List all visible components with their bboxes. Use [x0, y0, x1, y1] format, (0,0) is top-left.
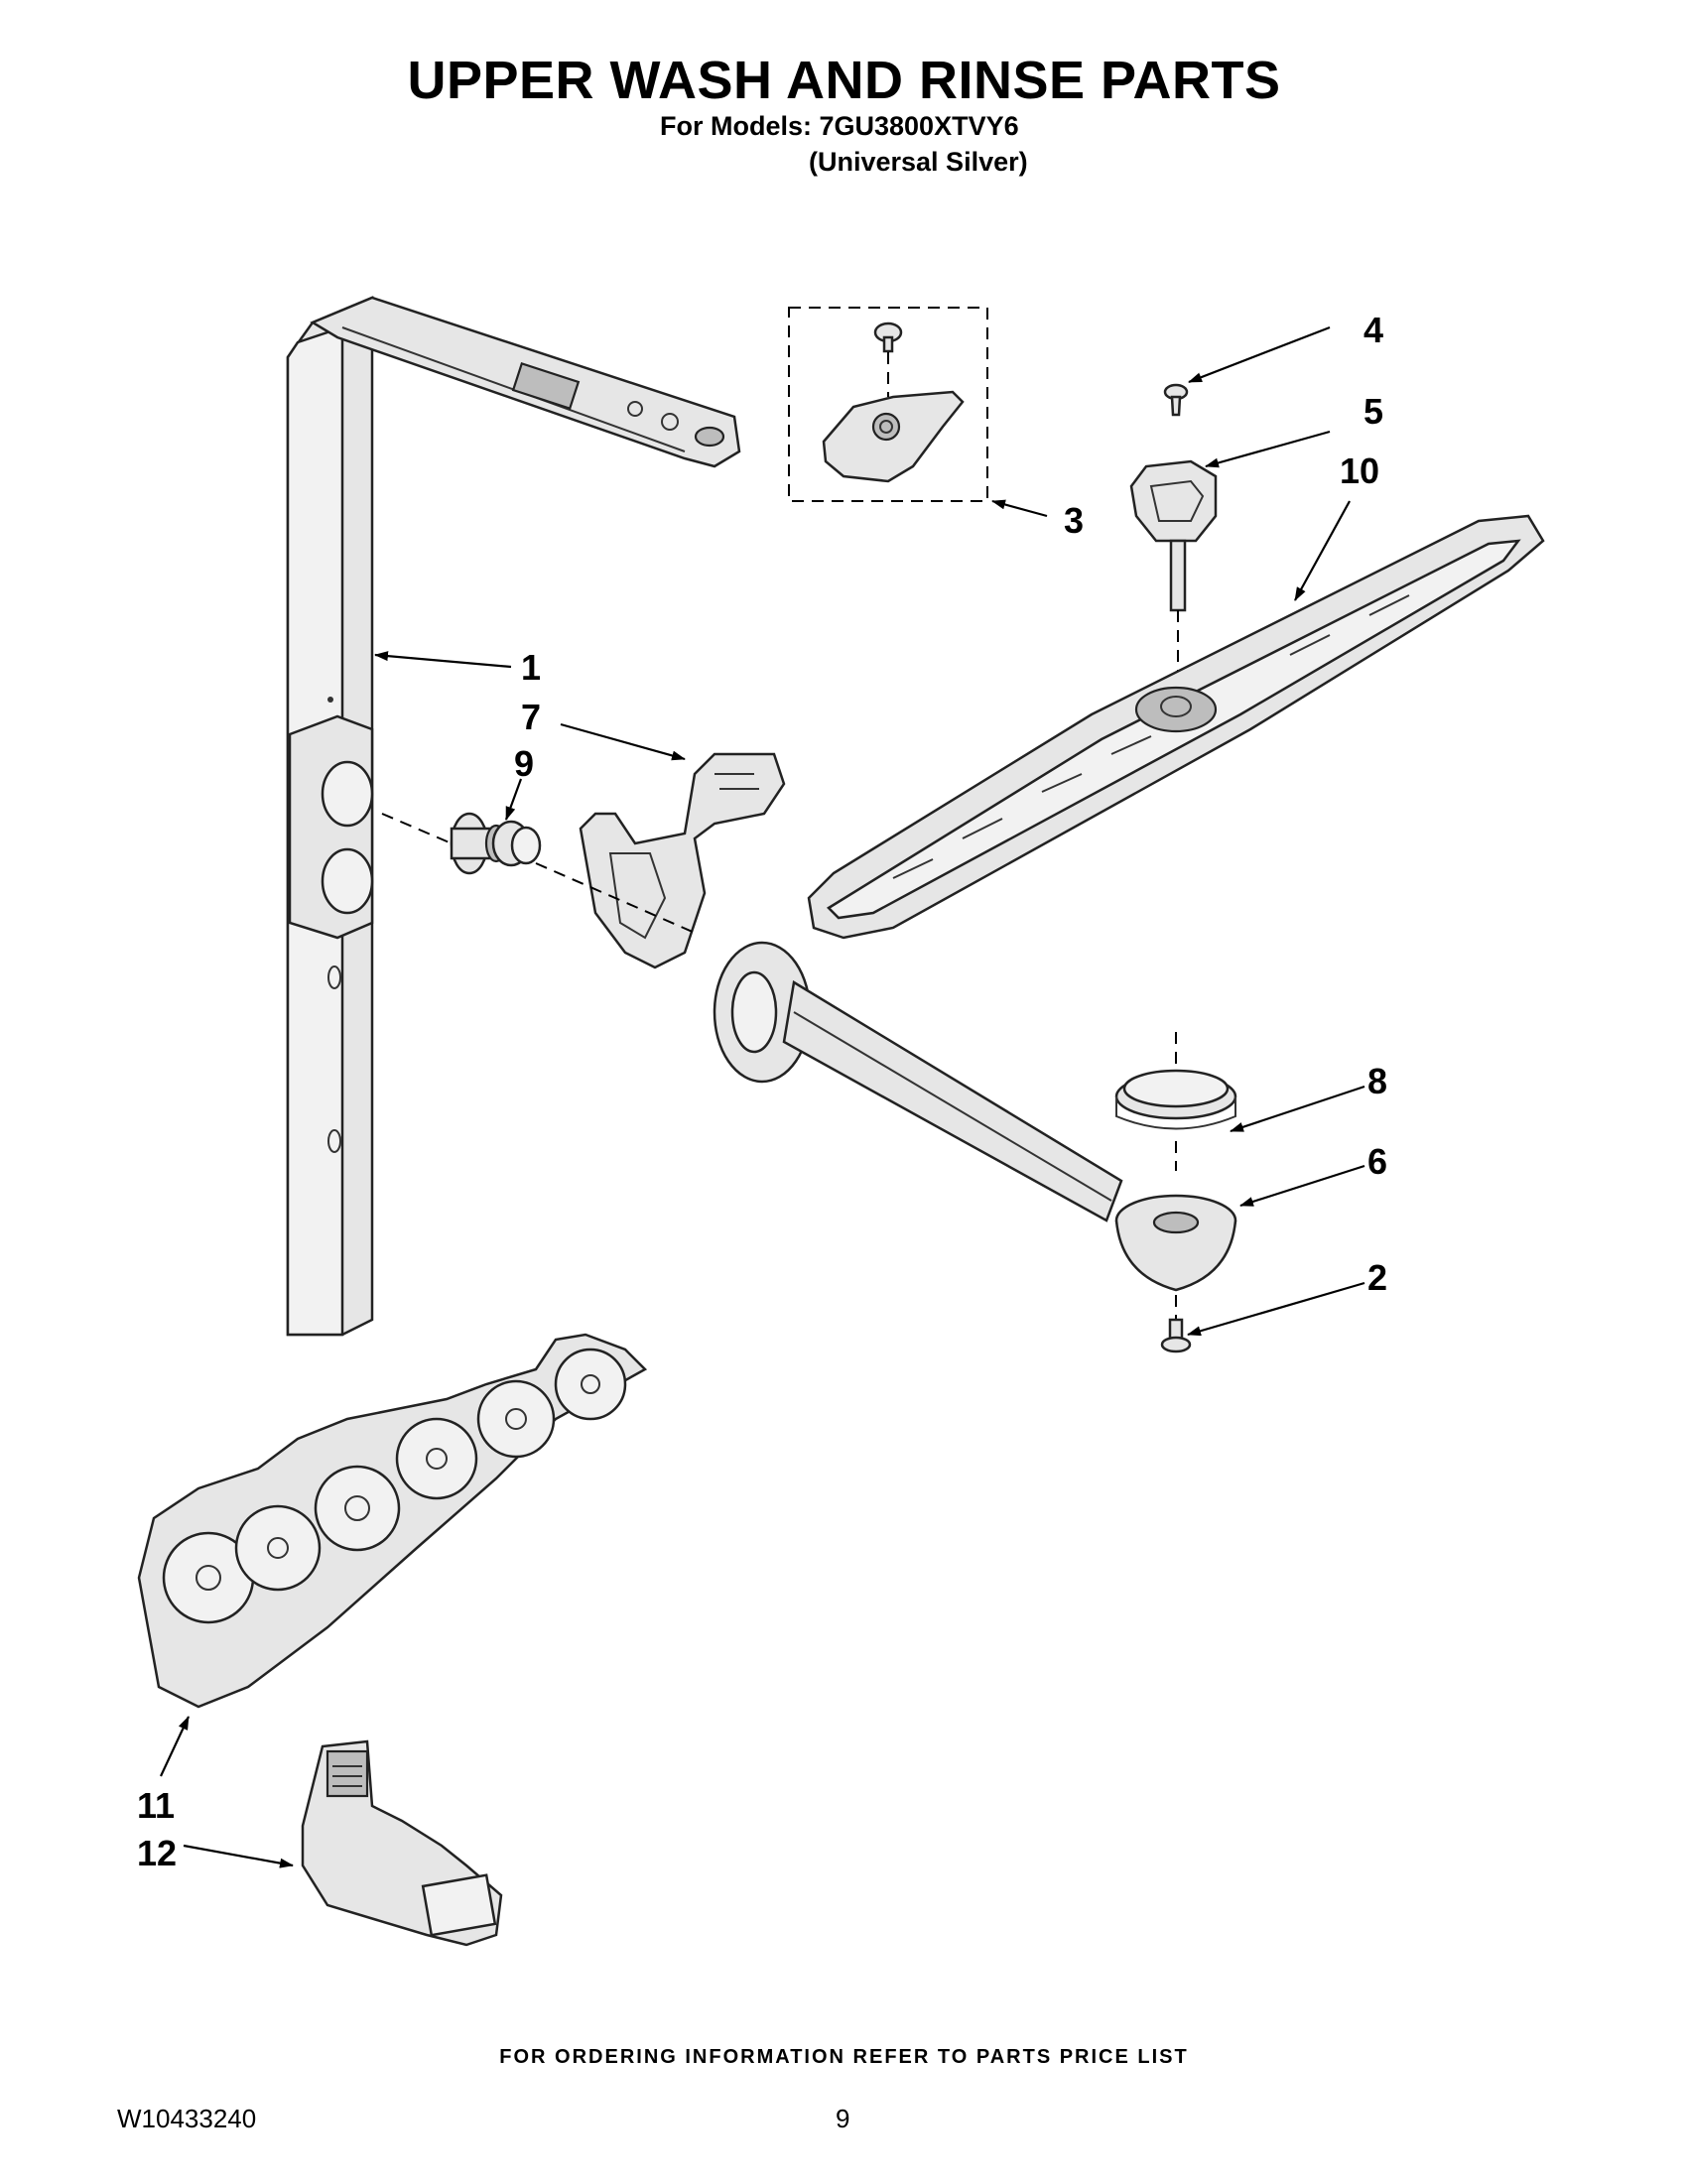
page-title: UPPER WASH AND RINSE PARTS	[407, 51, 1281, 110]
page-number: 9	[836, 2104, 850, 2133]
callout-4: 4	[1363, 310, 1383, 350]
spray-arm-mount-part	[1129, 459, 1218, 675]
callout-6: 6	[1367, 1141, 1387, 1182]
upper-spray-arm-part	[807, 514, 1545, 940]
manifold-tube-part	[286, 296, 741, 1337]
callout-1: 1	[521, 647, 541, 688]
alignment-line	[381, 813, 696, 934]
callout-11: 11	[137, 1785, 175, 1826]
leader-lines	[160, 325, 1365, 1868]
callout-5: 5	[1363, 391, 1383, 432]
callout-7: 7	[521, 697, 541, 737]
callout-12: 12	[137, 1833, 177, 1873]
spray-manifold-part	[137, 1333, 648, 1709]
supply-tube-part	[713, 941, 1123, 1222]
callout-3: 3	[1064, 500, 1084, 541]
spray-arm-mount-kit-part	[788, 307, 988, 502]
screw-part-4	[1163, 383, 1189, 417]
callout-2: 2	[1367, 1257, 1387, 1298]
screw-part-2	[1160, 1318, 1192, 1353]
hub-part	[1114, 1194, 1237, 1320]
ring-part	[1114, 1032, 1237, 1171]
callout-9: 9	[514, 743, 534, 784]
callout-10: 10	[1340, 450, 1379, 491]
ordering-note: FOR ORDERING INFORMATION REFER TO PARTS …	[499, 2046, 1189, 2068]
models-line: For Models: 7GU3800XTVY6	[660, 111, 1019, 141]
document-number: W10433240	[117, 2104, 257, 2133]
valve-part	[450, 812, 542, 875]
connector-part	[301, 1739, 503, 1947]
bracket-part	[579, 752, 786, 969]
variant-line: (Universal Silver)	[809, 147, 1028, 177]
callout-8: 8	[1367, 1061, 1387, 1101]
